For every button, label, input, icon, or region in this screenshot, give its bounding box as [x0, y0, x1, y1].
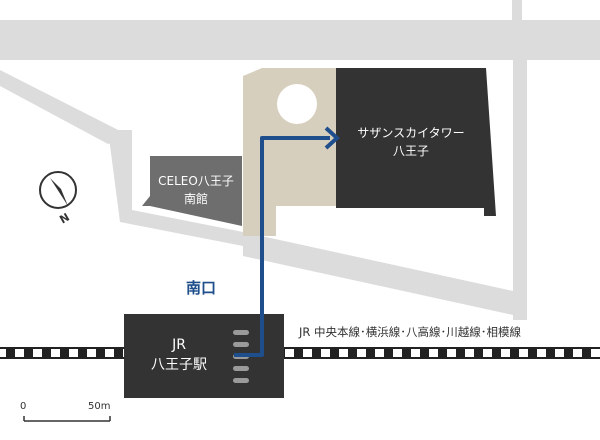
station-label-line1: JR — [172, 337, 186, 353]
lower-west-road — [120, 210, 243, 246]
route-arrow-icon — [324, 126, 340, 150]
plaza-fountain — [277, 84, 317, 124]
walking-route — [234, 136, 330, 357]
north-side-road — [512, 0, 522, 22]
celeo-label-line1: CELEO八王子 — [158, 174, 234, 188]
scale-end-label: 50m — [88, 401, 111, 412]
rail-lines-label: JR 中央本線･横浜線･八高線･川越線･相模線 — [299, 325, 522, 339]
tower-label-line2: 八王子 — [392, 144, 429, 158]
east-road — [513, 58, 527, 320]
celeo-building — [142, 156, 242, 226]
south-exit-label: 南口 — [186, 279, 217, 297]
tower-label: サザンスカイタワー 八王子 — [346, 124, 476, 160]
station-label: JR 八王子駅 — [134, 335, 224, 375]
roads — [0, 0, 600, 320]
west-road — [108, 130, 132, 222]
plaza-south-road — [243, 232, 527, 318]
station-label-line2: 八王子駅 — [151, 357, 207, 373]
main-road — [0, 20, 600, 60]
celeo-label-line2: 南館 — [183, 192, 208, 206]
southern-sky-tower-building — [336, 68, 496, 216]
tower-label-line1: サザンスカイタワー — [357, 126, 465, 140]
compass-icon — [39, 171, 77, 209]
diagonal-road — [0, 70, 130, 144]
celeo-label: CELEO八王子 南館 — [152, 172, 240, 208]
scale-start-label: 0 — [20, 401, 27, 412]
scale-bar — [23, 416, 111, 422]
